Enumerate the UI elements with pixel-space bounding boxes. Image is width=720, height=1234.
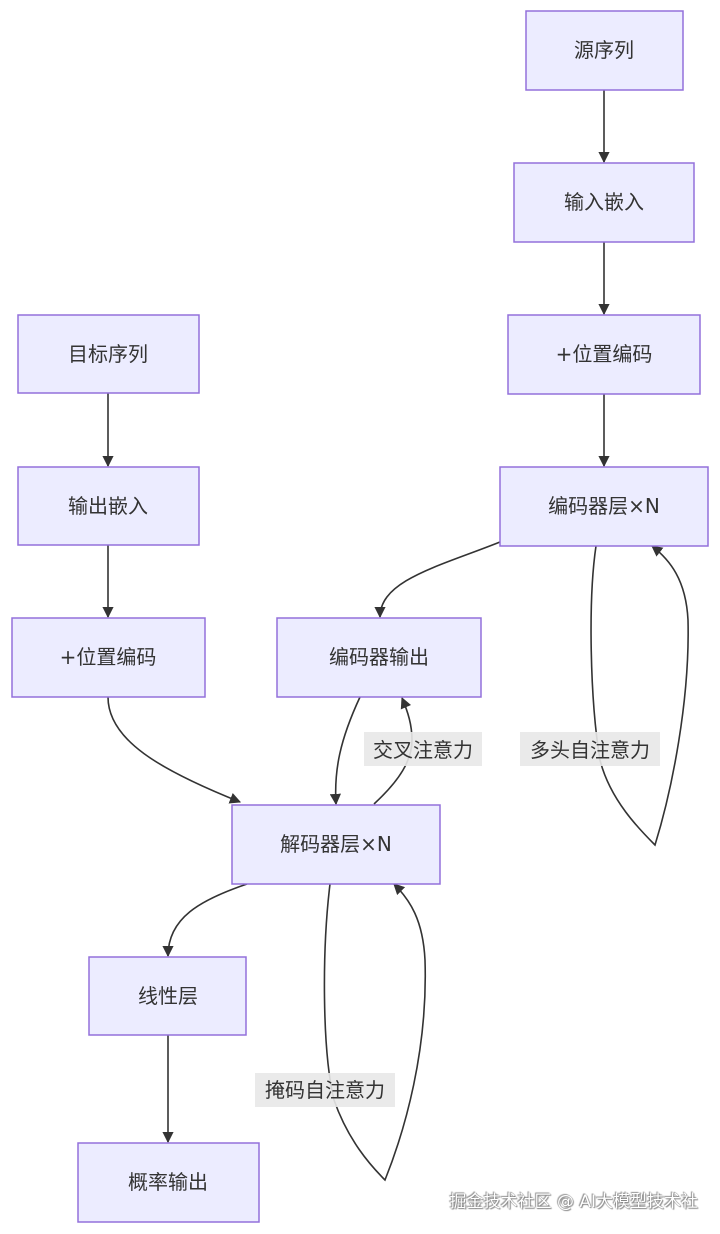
svg-text:目标序列: 目标序列	[68, 342, 148, 366]
svg-text:多头自注意力: 多头自注意力	[530, 738, 650, 762]
svg-text:线性层: 线性层	[138, 984, 198, 1008]
edges	[102, 90, 689, 1182]
node-encoder-positional-encoding[interactable]: +位置编码	[507, 314, 701, 395]
svg-text:编码器层×N: 编码器层×N	[548, 494, 660, 518]
edge-label-cross-attention: 交叉注意力	[364, 732, 482, 766]
edge-dec-pos-to-dec-layer	[107, 696, 242, 804]
watermark: 掘金技术社区 @ AI大模型技术社	[449, 1192, 698, 1212]
edge-label-multihead-self-attention: 多头自注意力	[520, 732, 660, 766]
edge-enc-layer-self-loop	[590, 545, 689, 847]
svg-text:输出嵌入: 输出嵌入	[68, 494, 148, 518]
node-encoder-layer[interactable]: 编码器层×N	[499, 466, 709, 547]
edge-enc-out-to-dec-layer	[329, 696, 361, 806]
svg-text:源序列: 源序列	[574, 38, 634, 62]
svg-text:编码器输出: 编码器输出	[329, 645, 429, 669]
svg-text:掩码自注意力: 掩码自注意力	[265, 1078, 385, 1102]
edge-dec-layer-self-loop	[323, 883, 427, 1182]
node-source-sequence[interactable]: 源序列	[525, 10, 684, 91]
edge-label-masked-self-attention: 掩码自注意力	[255, 1073, 395, 1107]
svg-text:解码器层×N: 解码器层×N	[280, 832, 392, 856]
svg-text:交叉注意力: 交叉注意力	[373, 738, 473, 762]
node-output-embedding[interactable]: 输出嵌入	[17, 466, 200, 546]
node-encoder-output[interactable]: 编码器输出	[276, 617, 482, 698]
edge-enc-layer-to-enc-out	[374, 541, 501, 619]
node-decoder-positional-encoding[interactable]: +位置编码	[11, 617, 206, 698]
node-decoder-layer[interactable]: 解码器层×N	[231, 804, 441, 885]
edge-dec-layer-to-linear	[162, 883, 248, 958]
node-input-embedding[interactable]: 输入嵌入	[513, 162, 695, 243]
node-linear-layer[interactable]: 线性层	[88, 956, 247, 1036]
svg-text:+位置编码: +位置编码	[556, 342, 653, 366]
svg-text:+位置编码: +位置编码	[60, 645, 157, 669]
svg-text:输入嵌入: 输入嵌入	[564, 190, 644, 214]
node-probability-output[interactable]: 概率输出	[77, 1142, 260, 1223]
node-target-sequence[interactable]: 目标序列	[17, 314, 200, 394]
svg-text:概率输出: 概率输出	[128, 1170, 208, 1194]
